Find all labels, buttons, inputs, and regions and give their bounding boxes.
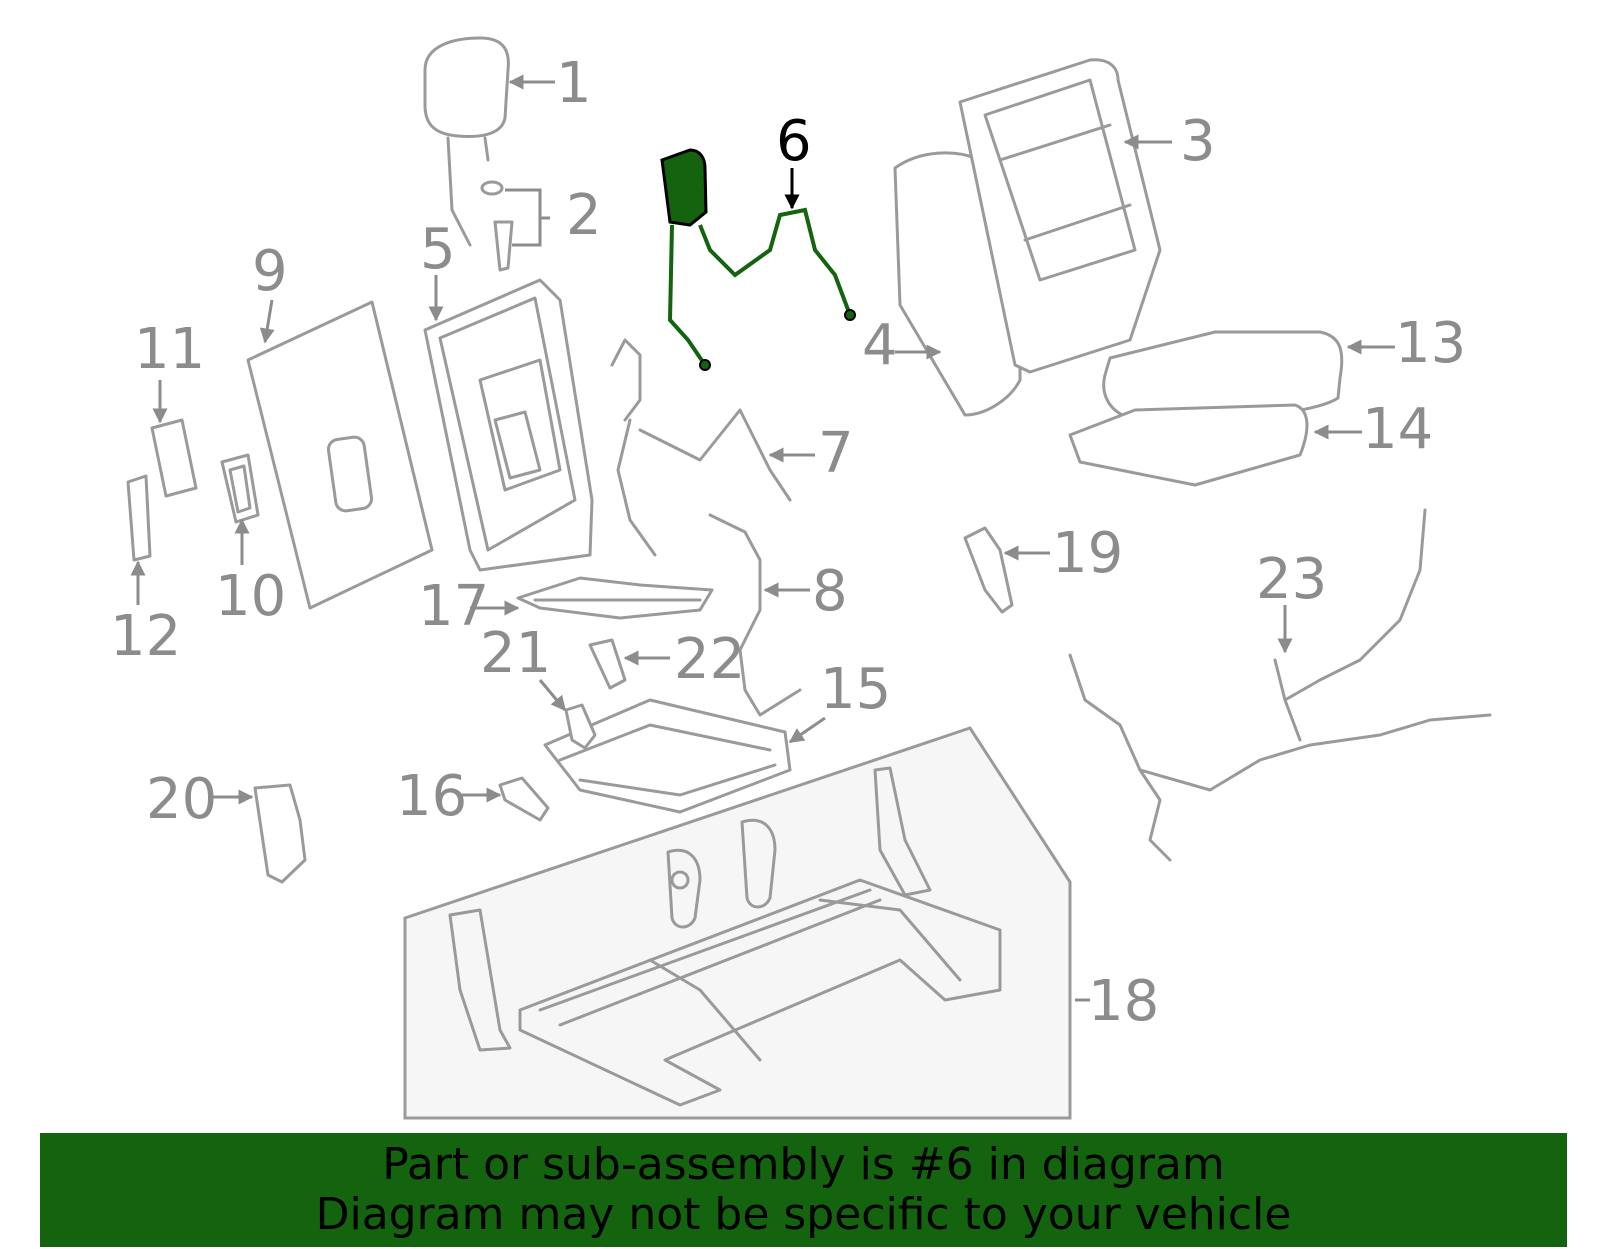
part-19-bracket — [963, 526, 1014, 614]
banner-line-2: Diagram may not be specific to your vehi… — [315, 1189, 1292, 1240]
callout-10: 10 — [215, 564, 286, 629]
callout-17: 17 — [418, 574, 489, 639]
part-1-headrest — [423, 36, 510, 247]
part-7-harness — [610, 338, 792, 557]
callout-5: 5 — [420, 217, 456, 282]
callout-labels: 1 2 3 4 5 6 7 8 9 10 11 12 13 14 15 16 1… — [110, 51, 1466, 1034]
callout-6: 6 — [776, 109, 812, 174]
part-18-frame-box — [403, 726, 1072, 1120]
callout-3: 3 — [1180, 109, 1216, 174]
callout-19: 19 — [1052, 521, 1123, 586]
callout-9: 9 — [252, 239, 288, 304]
callout-2: 2 — [566, 183, 602, 248]
part-8-cable — [708, 513, 802, 717]
callout-13: 13 — [1395, 311, 1466, 376]
callout-1: 1 — [556, 51, 592, 116]
callout-12: 12 — [110, 604, 181, 669]
info-banner: Part or sub-assembly is #6 in diagram Di… — [40, 1133, 1567, 1247]
callout-7: 7 — [818, 421, 854, 486]
callout-11: 11 — [134, 317, 205, 382]
part-2-headrest-guides — [480, 180, 514, 272]
part-5-seatback-frame — [423, 278, 594, 572]
callout-15: 15 — [820, 657, 891, 722]
part-15-seat-track — [543, 698, 792, 814]
part-3-seatback-cover — [958, 58, 1162, 374]
part-12-trim — [126, 474, 152, 562]
part-16-bracket — [498, 776, 550, 822]
part-11-bezel — [150, 418, 198, 498]
banner-line-1: Part or sub-assembly is #6 in diagram — [382, 1139, 1225, 1190]
part-14-seat-pad — [1068, 403, 1309, 487]
callout-20: 20 — [146, 767, 217, 832]
callout-16: 16 — [396, 764, 467, 829]
callout-23: 23 — [1256, 547, 1327, 612]
part-23-harness — [1068, 508, 1492, 862]
callout-4: 4 — [862, 313, 898, 378]
callout-18: 18 — [1088, 969, 1159, 1034]
callout-21: 21 — [480, 621, 551, 686]
leaders — [130, 74, 1395, 1002]
callout-14: 14 — [1362, 397, 1433, 462]
part-6-highlighted-harness — [660, 148, 856, 371]
callout-8: 8 — [812, 559, 848, 624]
part-17-springs — [516, 576, 714, 620]
part-22-cover — [588, 638, 627, 690]
part-21-cover — [564, 703, 597, 750]
part-10-handle — [220, 453, 260, 524]
callout-22: 22 — [674, 627, 745, 692]
part-20-bracket — [253, 783, 307, 884]
part-9-back-panel — [246, 300, 434, 610]
